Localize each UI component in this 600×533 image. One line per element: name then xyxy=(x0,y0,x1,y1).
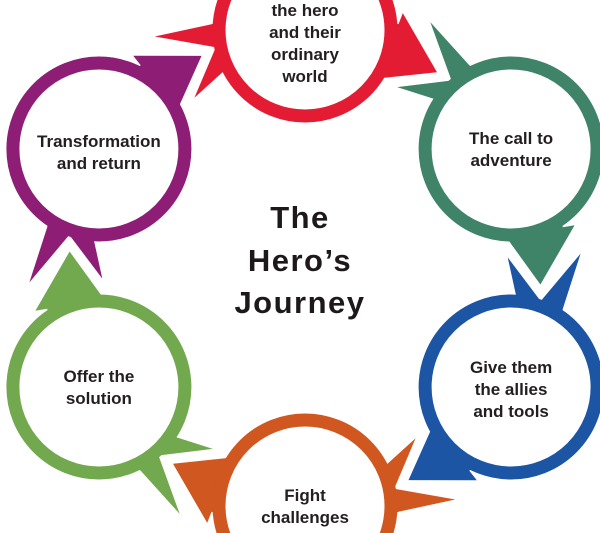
stage-circle-introduce-hero xyxy=(212,0,398,123)
stage-circle-allies-and-tools xyxy=(418,294,600,480)
stage-circle-call-to-adventure xyxy=(418,56,600,242)
title-line-1: The xyxy=(270,200,330,235)
stage-circle-transformation-return xyxy=(6,56,192,242)
stage-circle-offer-solution xyxy=(6,294,192,480)
title-line-2: Hero’s xyxy=(247,242,353,278)
diagram-title: The Hero’s Journey xyxy=(150,197,450,325)
stage-circle-fight-challenges xyxy=(212,413,398,533)
title-line-3: Journey xyxy=(234,285,366,320)
